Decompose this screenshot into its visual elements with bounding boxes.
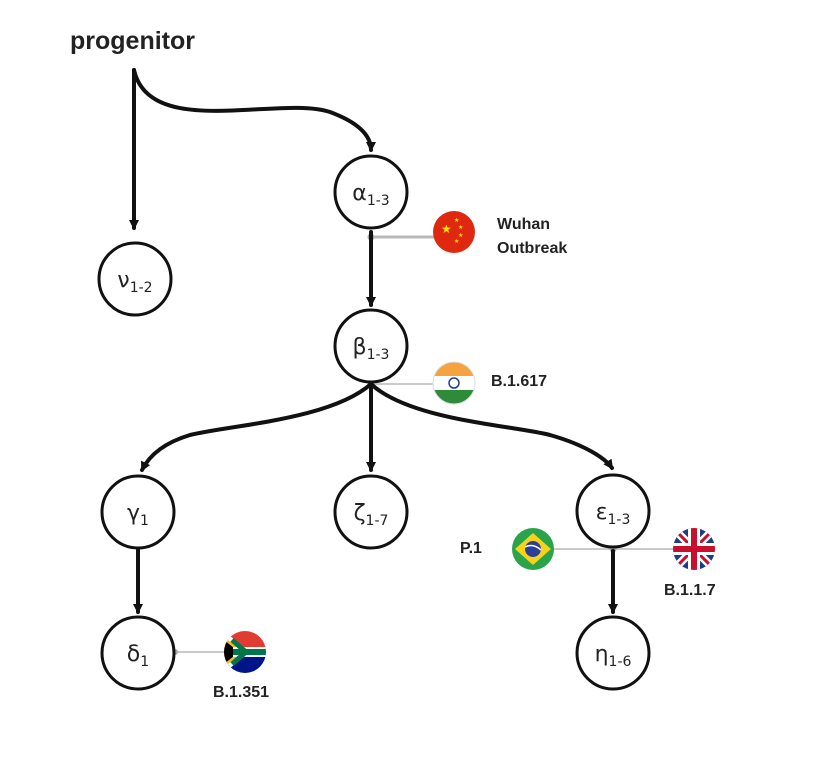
- edge-beta-epsilon: [369, 382, 614, 470]
- china-flag-icon: ★ ★ ★ ★ ★: [433, 211, 475, 253]
- south-africa-flag-icon: [224, 631, 266, 673]
- svg-text:★: ★: [454, 217, 459, 224]
- node-eta: η1-6: [575, 615, 651, 691]
- node-gamma: γ1: [100, 474, 176, 550]
- node-alpha: α1-3: [333, 154, 409, 230]
- svg-text:★: ★: [458, 232, 463, 239]
- svg-text:ν1-2: ν1-2: [117, 268, 152, 296]
- node-zeta: ζ1-7: [333, 474, 409, 550]
- svg-text:ζ1-7: ζ1-7: [354, 501, 389, 529]
- wuhan-label-line1: Wuhan: [497, 216, 551, 233]
- node-epsilon: ε1-3: [575, 473, 651, 549]
- wuhan-label-line2: Outbreak: [497, 240, 568, 257]
- edge-beta-gamma: [140, 382, 373, 472]
- progenitor-label: progenitor: [70, 27, 195, 55]
- node-nu: ν1-2: [97, 241, 173, 317]
- svg-text:α1-3: α1-3: [352, 181, 389, 209]
- india-variant-label: B.1.617: [491, 373, 548, 390]
- svg-text:★: ★: [454, 238, 459, 245]
- brazil-flag-icon: [512, 528, 554, 570]
- node-beta: β1-3: [333, 308, 409, 384]
- node-delta: δ1: [100, 615, 176, 691]
- svg-text:γ1: γ1: [127, 501, 149, 529]
- svg-text:ε1-3: ε1-3: [596, 500, 631, 528]
- brazil-variant-label: P.1: [460, 540, 482, 557]
- edge-progenitor-alpha: [132, 68, 376, 152]
- india-flag-icon: [432, 361, 476, 405]
- svg-text:β1-3: β1-3: [353, 335, 390, 363]
- svg-text:δ1: δ1: [127, 642, 149, 670]
- uk-flag-icon: [673, 528, 715, 570]
- svg-text:★: ★: [458, 224, 463, 231]
- svg-text:★: ★: [441, 222, 452, 236]
- south-africa-variant-label: B.1.351: [213, 684, 270, 701]
- svg-text:η1-6: η1-6: [595, 642, 632, 670]
- uk-variant-label: B.1.1.7: [664, 582, 716, 599]
